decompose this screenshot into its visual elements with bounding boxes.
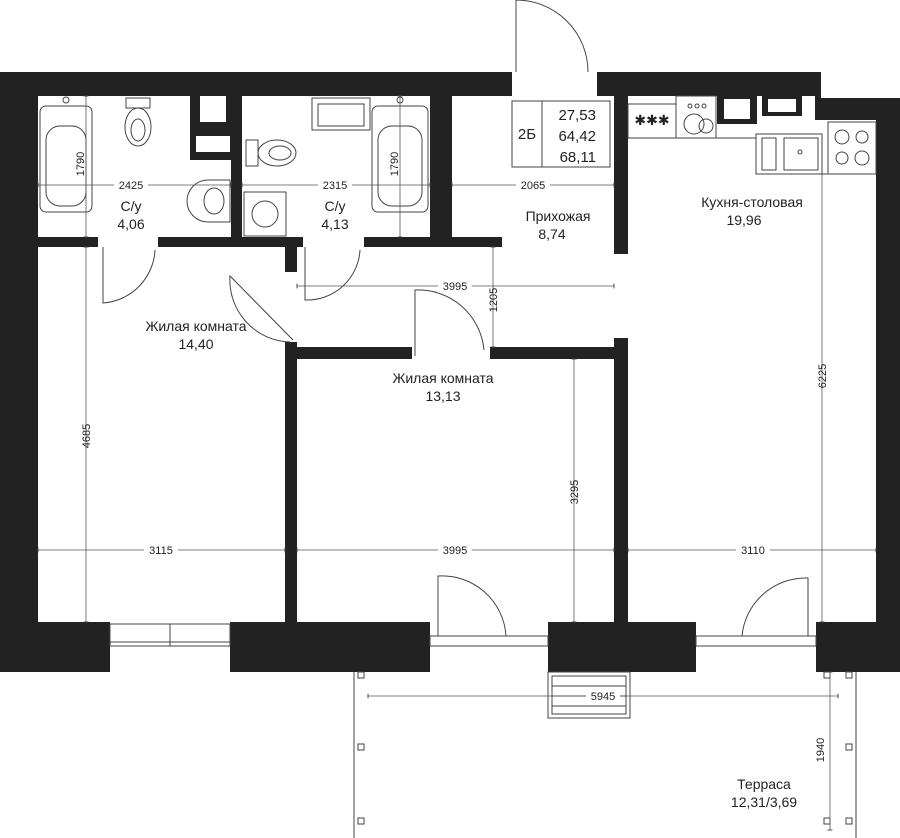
wall-bath1-bottom-b <box>158 237 303 247</box>
boiler-icon <box>683 103 714 135</box>
wall-top-left <box>0 72 512 96</box>
door-entrance <box>515 0 589 73</box>
dim-hall-width: 2065 <box>521 180 545 192</box>
wall-living1-stub <box>285 247 297 272</box>
room-kitchen-area: 19,96 <box>726 212 761 228</box>
washing-machine-icon <box>243 191 287 237</box>
room-living1-label: Жилая комната <box>145 318 246 334</box>
walls <box>0 72 900 672</box>
dimension-labels: 2425 2315 2065 1790 1790 3995 1205 3115 … <box>75 152 829 762</box>
room-living2-area: 13,13 <box>425 388 460 404</box>
sink-icon <box>186 179 231 223</box>
wall-right <box>876 98 900 672</box>
room-bath1-label: С/у <box>121 198 142 214</box>
dim-corridor-width: 3995 <box>443 281 467 293</box>
wall-top-right <box>597 72 819 96</box>
room-terrace-area: 12,31/3,69 <box>731 794 797 810</box>
dim-living1-width: 3115 <box>149 545 173 557</box>
dim-corridor-depth: 1205 <box>488 288 500 312</box>
room-hall-area: 8,74 <box>538 226 565 242</box>
shaft-inner-2 <box>196 136 230 152</box>
dim-bath1-width: 2425 <box>119 180 143 192</box>
wall-bath-divider <box>231 96 242 246</box>
door-balcony-kitchen <box>741 577 809 637</box>
wall-bath1-bottom-a <box>38 237 98 247</box>
kitchen-shaft-1-in <box>724 99 750 119</box>
dim-terrace-width: 5945 <box>591 691 615 703</box>
dim-terrace-depth: 1940 <box>815 738 827 762</box>
doors <box>102 0 809 637</box>
toilet-icon <box>124 97 152 147</box>
wall-bottom-1 <box>0 622 110 672</box>
dim-kitchen-width: 3110 <box>741 545 765 557</box>
windows <box>109 623 817 647</box>
kitchen-shaft-2-in <box>768 99 796 112</box>
dim-tub1-length: 1790 <box>75 152 87 176</box>
window-kitchen <box>695 635 817 647</box>
room-labels: С/у 4,06 С/у 4,13 Прихожая 8,74 Кухня-ст… <box>117 194 802 810</box>
wall-left <box>0 72 38 672</box>
area-living-value: 27,53 <box>558 107 596 124</box>
door-bath1 <box>102 247 156 304</box>
door-balcony-living2 <box>437 575 507 637</box>
wall-top-kitchen <box>815 72 821 104</box>
door-living2 <box>414 289 485 356</box>
room-bath2-area: 4,13 <box>321 216 348 232</box>
area-total-value: 64,42 <box>558 128 596 145</box>
room-bath1-area: 4,06 <box>117 216 144 232</box>
dim-living1-depth: 4685 <box>81 424 93 448</box>
wall-living1-right <box>285 342 297 622</box>
door-bath2 <box>304 247 361 301</box>
wall-kitchen-left-top <box>614 96 628 254</box>
room-living2-label: Жилая комната <box>392 370 493 386</box>
shaft-inner-1 <box>200 96 226 122</box>
wall-bottom-3 <box>548 622 696 672</box>
wall-living2-top-a <box>297 347 412 359</box>
room-hall-label: Прихожая <box>526 208 591 224</box>
door-living1 <box>229 274 294 343</box>
area-summary-badge: 2Б 27,53 64,42 68,11 <box>511 100 611 168</box>
room-living1-area: 14,40 <box>178 336 213 352</box>
svg-text:✱✱✱: ✱✱✱ <box>634 112 669 128</box>
wall-bottom-2 <box>230 622 430 672</box>
dim-kitchen-depth: 6225 <box>817 364 829 388</box>
dim-living2-width: 3995 <box>443 545 467 557</box>
sink-icon <box>755 133 823 175</box>
room-terrace-label: Терраса <box>737 776 791 792</box>
dim-bath2-width: 2315 <box>323 180 347 192</box>
room-bath2-label: С/у <box>325 198 346 214</box>
room-kitchen-label: Кухня-столовая <box>701 194 803 210</box>
window-living2-a <box>429 635 549 647</box>
dim-living2-depth: 3295 <box>569 480 581 504</box>
wall-bath2-right <box>430 96 452 246</box>
stove-icon <box>827 121 877 175</box>
wall-living2-top-b <box>490 347 615 359</box>
toilet-icon <box>245 139 297 167</box>
dim-tub2-length: 1790 <box>389 152 401 176</box>
wall-bottom-4 <box>816 622 900 672</box>
area-terrace-value: 68,11 <box>560 149 596 166</box>
wall-kitchen-left <box>614 338 628 622</box>
sink-icon <box>311 97 371 131</box>
apartment-type: 2Б <box>518 126 536 143</box>
